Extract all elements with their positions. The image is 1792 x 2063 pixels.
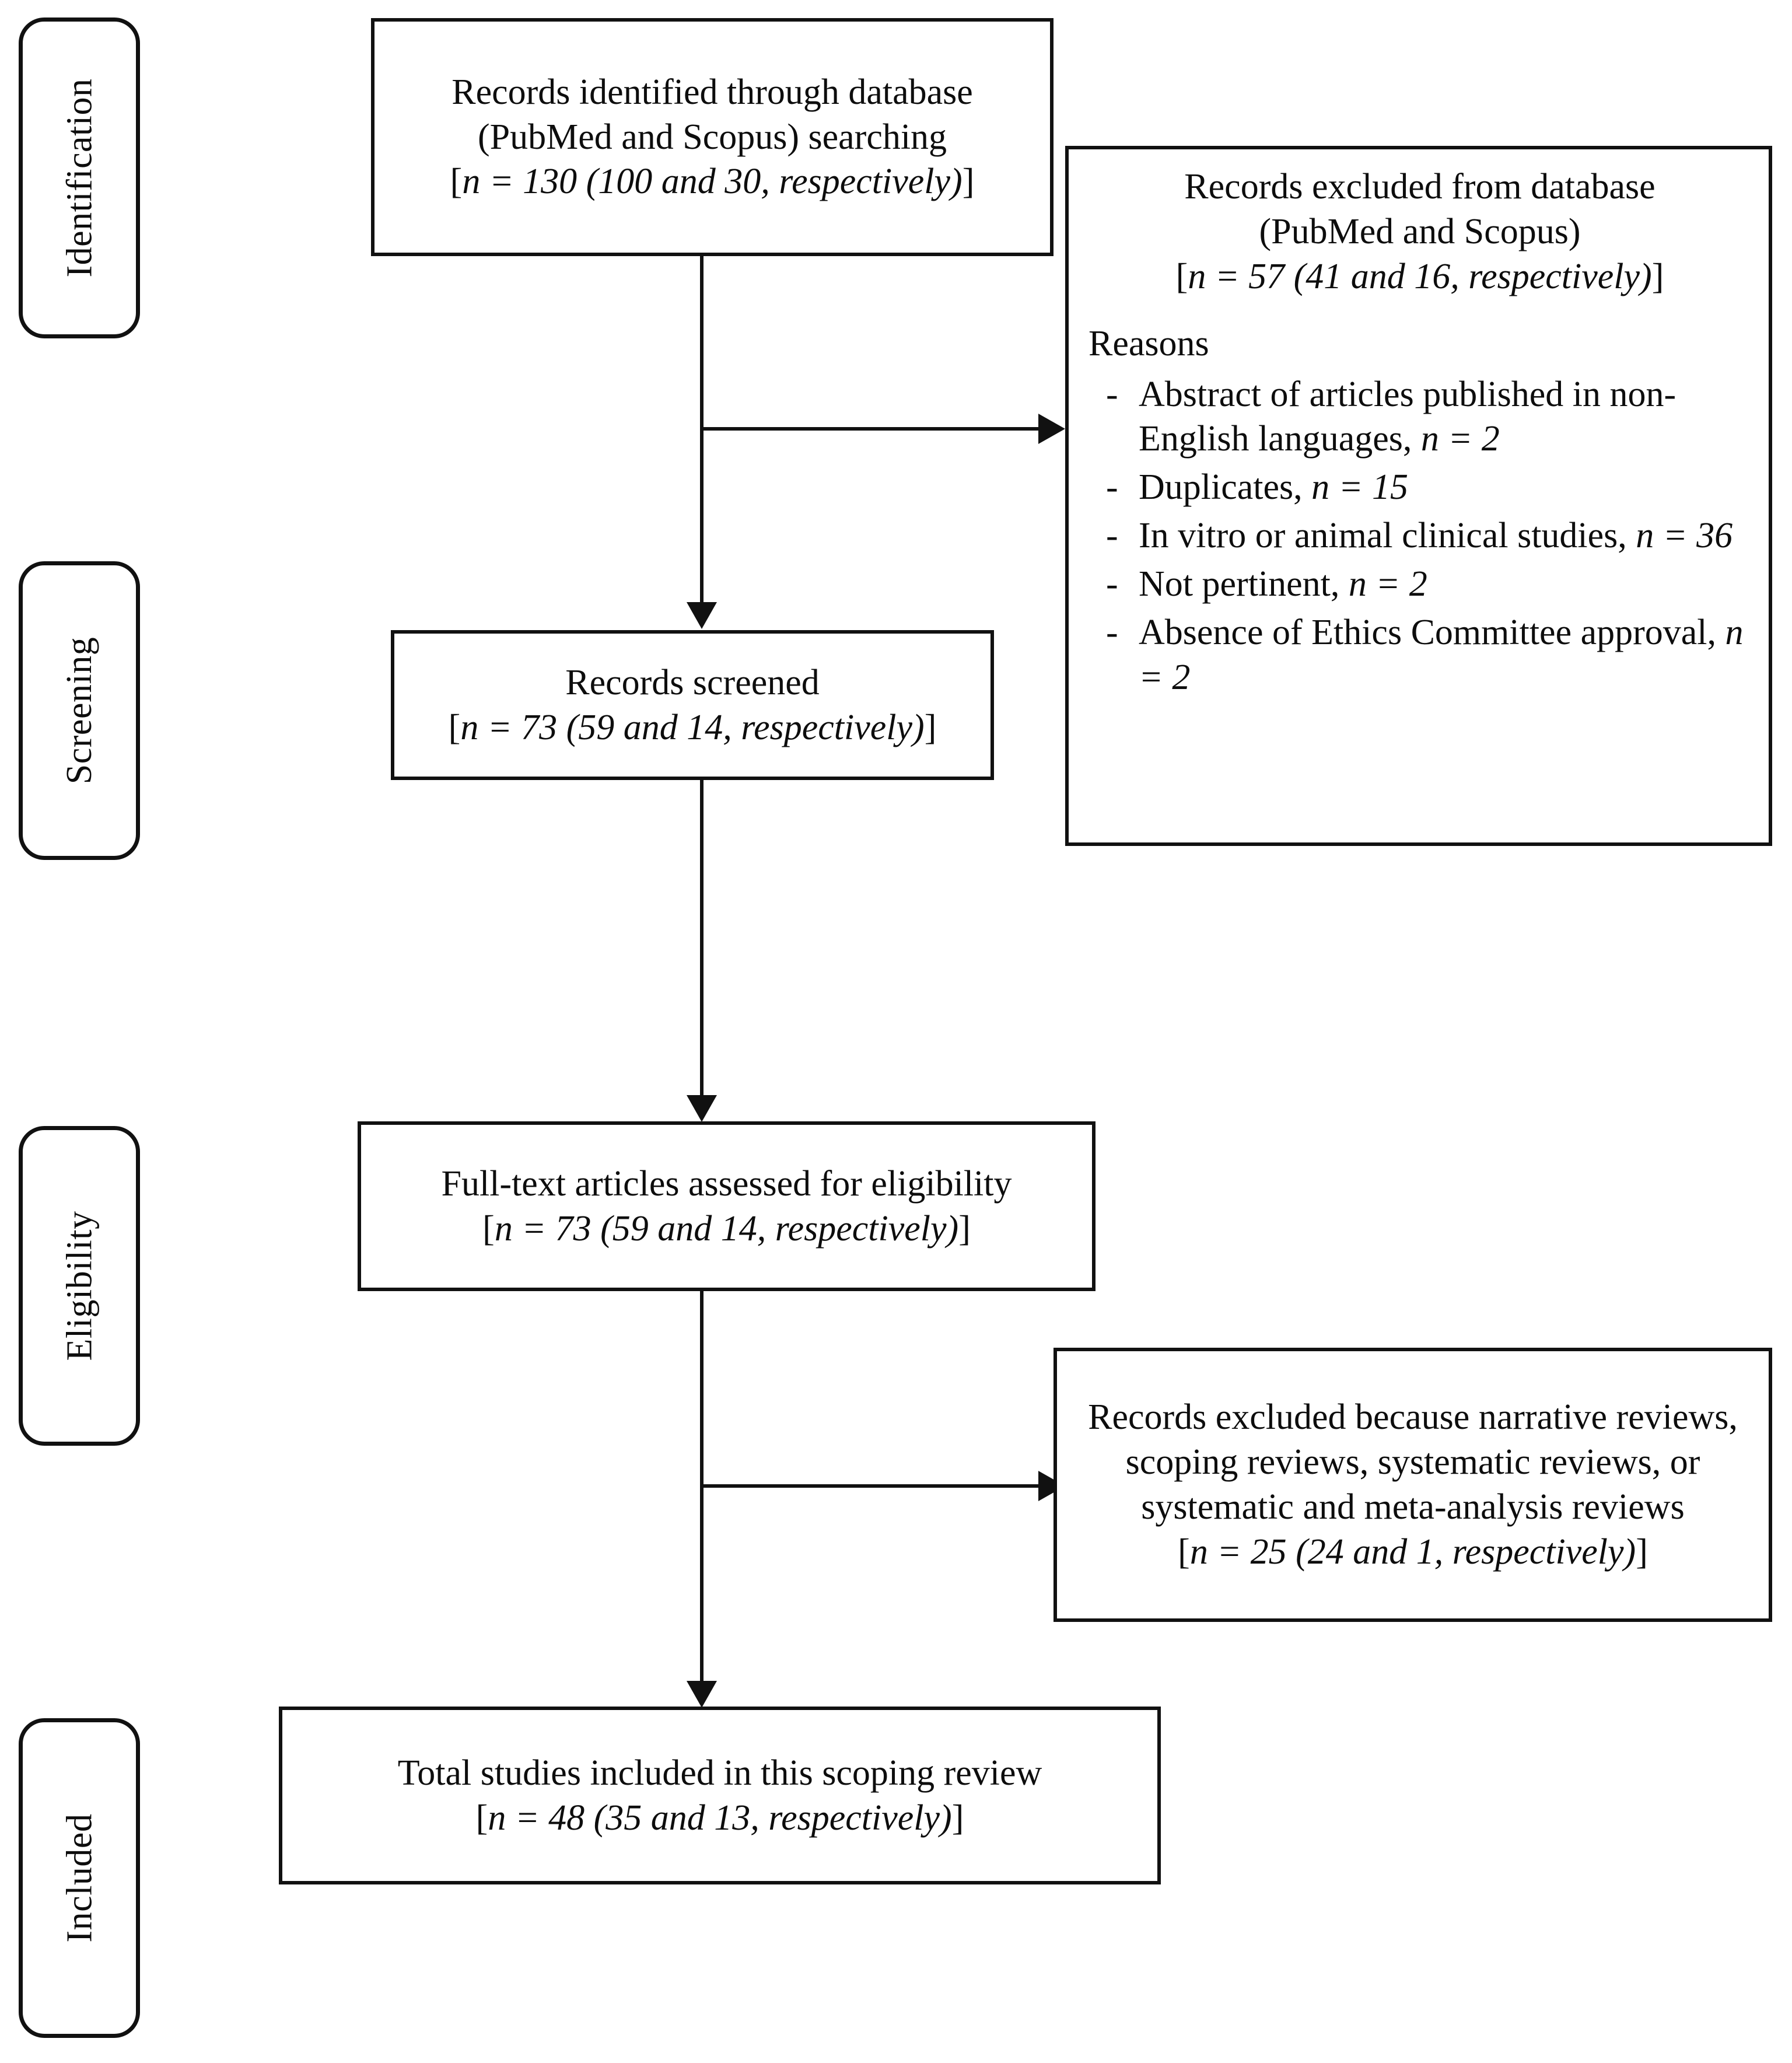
node-fulltext-assessed-line1: Full-text articles assessed for eligibil… — [441, 1163, 1012, 1204]
arrowhead-fulltext-to-included — [687, 1681, 717, 1708]
reason-n-symbol: n — [1348, 564, 1367, 604]
stage-label-screening-text: Screening — [60, 637, 100, 785]
count-bracket-open: [ — [450, 162, 463, 202]
count-bracket-open: [ — [448, 707, 461, 747]
node-records-identified-count: [n = 130 (100 and 30, respectively)] — [450, 159, 975, 204]
count-value: = 73 (59 and 14, respectively) — [478, 707, 925, 747]
reason-text: Not pertinent, n = 2 — [1139, 562, 1751, 607]
node-fulltext-assessed-count: [n = 73 (59 and 14, respectively)] — [482, 1207, 971, 1251]
node-records-screened-line1: Records screened — [565, 662, 820, 702]
stage-label-eligibility-text: Eligibility — [60, 1211, 100, 1361]
reason-item: - Duplicates, n = 15 — [1088, 465, 1751, 510]
node-records-screened: Records screened [n = 73 (59 and 14, res… — [391, 630, 994, 780]
connector-branch-to-excluded-database — [700, 427, 1038, 431]
arrowhead-branch-to-excluded-database — [1038, 414, 1065, 444]
reasons-heading: Reasons — [1088, 323, 1209, 363]
count-value: = 25 (24 and 1, respectively) — [1208, 1531, 1636, 1572]
stage-label-included-text: Included — [60, 1813, 100, 1943]
node-records-identified: Records identified through database (Pub… — [371, 18, 1054, 256]
count-value: = 73 (59 and 14, respectively) — [512, 1208, 959, 1249]
stage-label-identification: Identification — [19, 18, 140, 338]
reason-text-a: Abstract of articles published in non-En… — [1139, 374, 1676, 459]
count-bracket-open: [ — [475, 1798, 488, 1838]
bullet-dash-icon: - — [1106, 467, 1118, 508]
node-records-excluded-reviews-text: Records excluded because narrative revie… — [1088, 1397, 1738, 1527]
reasons-list: - Abstract of articles published in non-… — [1088, 369, 1751, 700]
node-total-included: Total studies included in this scoping r… — [279, 1707, 1161, 1884]
bullet-dash-icon: - — [1106, 374, 1118, 414]
reason-text: Duplicates, n = 15 — [1139, 465, 1751, 510]
bullet-dash-icon: - — [1106, 564, 1118, 604]
reason-item: - In vitro or animal clinical studies, n… — [1088, 513, 1751, 558]
reason-n-value: = 2 — [1438, 419, 1500, 459]
stage-label-screening: Screening — [19, 561, 140, 860]
node-records-excluded-database-line2: (PubMed and Scopus) — [1259, 211, 1581, 251]
bullet-dash-icon: - — [1106, 612, 1118, 652]
count-n-symbol: n — [460, 707, 479, 747]
count-n-symbol: n — [462, 162, 481, 202]
reason-n-symbol: n — [1725, 612, 1744, 652]
count-bracket-open: [ — [1178, 1531, 1190, 1572]
count-n-symbol: n — [1189, 1531, 1208, 1572]
node-total-included-count: [n = 48 (35 and 13, respectively)] — [476, 1796, 964, 1841]
count-bracket-close: ] — [924, 707, 937, 747]
node-records-excluded-database-count: [n = 57 (41 and 16, respectively)] — [1088, 254, 1751, 299]
count-value: = 130 (100 and 30, respectively) — [480, 162, 963, 202]
count-bracket-close: ] — [951, 1798, 964, 1838]
reason-text-a: Absence of Ethics Committee approval, — [1139, 612, 1726, 652]
reason-text: In vitro or animal clinical studies, n =… — [1139, 513, 1751, 558]
arrowhead-screened-to-fulltext — [687, 1095, 717, 1122]
node-fulltext-assessed: Full-text articles assessed for eligibil… — [358, 1121, 1096, 1291]
count-bracket-close: ] — [1651, 256, 1664, 296]
stage-label-included: Included — [19, 1718, 140, 2038]
reason-text: Absence of Ethics Committee approval, n … — [1139, 610, 1751, 700]
count-bracket-open: [ — [482, 1208, 495, 1249]
reason-text-a: Not pertinent, — [1139, 564, 1349, 604]
count-n-symbol: n — [1188, 256, 1206, 296]
reason-item: - Abstract of articles published in non-… — [1088, 372, 1751, 462]
count-bracket-close: ] — [958, 1208, 971, 1249]
reason-n-symbol: n — [1311, 467, 1330, 508]
node-records-identified-line2: (PubMed and Scopus) searching — [477, 117, 947, 157]
reason-n-value: = 2 — [1366, 564, 1427, 604]
count-bracket-open: [ — [1175, 256, 1188, 296]
reason-text: Abstract of articles published in non-En… — [1139, 372, 1751, 462]
node-records-excluded-reviews: Records excluded because narrative revie… — [1054, 1348, 1772, 1622]
count-n-symbol: n — [488, 1798, 506, 1838]
node-records-identified-line1: Records identified through database — [452, 72, 973, 112]
count-value: = 48 (35 and 13, respectively) — [506, 1798, 952, 1838]
node-records-excluded-database-line1: Records excluded from database — [1184, 167, 1656, 207]
reason-item: - Absence of Ethics Committee approval, … — [1088, 610, 1751, 700]
node-records-excluded-reviews-count: [n = 25 (24 and 1, respectively)] — [1178, 1530, 1648, 1575]
connector-branch-to-excluded-reviews — [700, 1484, 1038, 1488]
reason-n-value: = 36 — [1654, 516, 1733, 556]
count-value: = 57 (41 and 16, respectively) — [1206, 256, 1652, 296]
stage-label-eligibility: Eligibility — [19, 1126, 140, 1446]
reason-n-value: = 2 — [1139, 657, 1191, 697]
node-total-included-line1: Total studies included in this scoping r… — [397, 1753, 1042, 1793]
reason-text-a: Duplicates, — [1139, 467, 1312, 508]
stage-label-identification-text: Identification — [60, 78, 100, 278]
reason-item: - Not pertinent, n = 2 — [1088, 562, 1751, 607]
count-n-symbol: n — [494, 1208, 513, 1249]
reason-n-symbol: n — [1420, 419, 1439, 459]
connector-screened-to-fulltext — [700, 780, 704, 1095]
count-bracket-close: ] — [962, 162, 975, 202]
arrowhead-identified-to-screened — [687, 602, 717, 629]
reason-n-symbol: n — [1636, 516, 1654, 556]
bullet-dash-icon: - — [1106, 516, 1118, 556]
count-bracket-close: ] — [1636, 1531, 1648, 1572]
node-records-screened-count: [n = 73 (59 and 14, respectively)] — [449, 705, 937, 750]
node-records-excluded-database: Records excluded from database (PubMed a… — [1065, 146, 1772, 846]
reason-text-a: In vitro or animal clinical studies, — [1139, 516, 1636, 556]
reason-n-value: = 15 — [1329, 467, 1408, 508]
